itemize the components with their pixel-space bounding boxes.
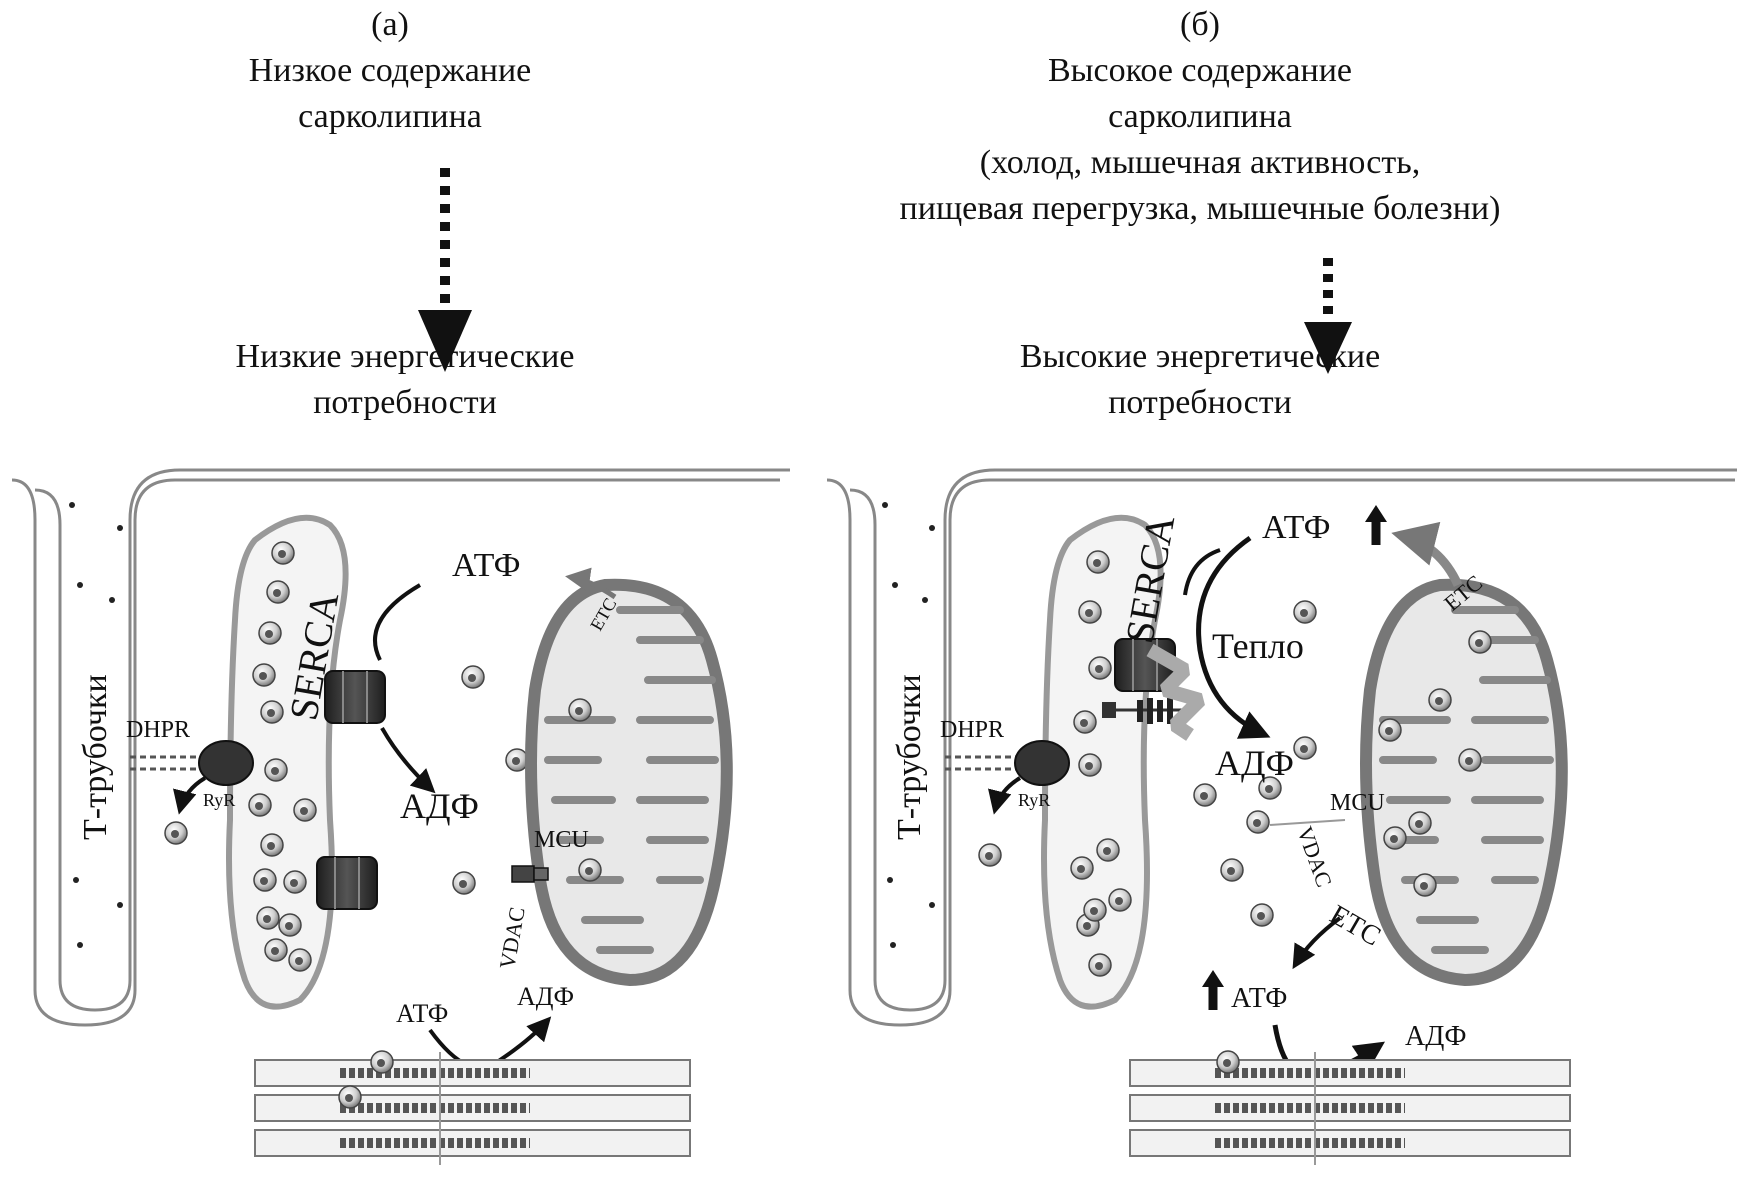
panel-a-result-line1: Низкие энергетические	[235, 338, 575, 375]
panel-a-title-line1: Низкое содержание	[248, 52, 532, 89]
b-ryr-label: RyR	[1018, 790, 1050, 810]
panel-b-title-line1: Высокое содержание	[1048, 52, 1352, 89]
dotted-arrow-a	[418, 168, 472, 372]
a-adp-bottom-label: АДФ	[517, 982, 574, 1011]
a-dhpr-label: DHPR	[126, 717, 190, 743]
mitochondrion-a	[525, 578, 733, 987]
b-dhpr-label: DHPR	[940, 717, 1004, 743]
panel-b-label: (б)	[1180, 6, 1220, 43]
panel-a-title-line2: сарколипина	[298, 98, 482, 135]
b-adp-mid-label: АДФ	[1215, 743, 1294, 783]
panel-b-cell	[826, 468, 1737, 1165]
a-atp-top-label: АТФ	[452, 547, 520, 584]
b-t-tubules-label: Т-трубочки	[891, 674, 928, 840]
panel-a-cell	[11, 468, 790, 1165]
a-adp-mid-label: АДФ	[400, 786, 479, 826]
panel-a-label: (а)	[371, 6, 409, 43]
b-mcu-label: MCU	[1330, 790, 1385, 816]
b-adp-bottom-label: АДФ	[1405, 1021, 1466, 1052]
dotted-arrow-b	[1304, 258, 1352, 374]
b-vdac-label: VDAC	[1292, 823, 1337, 890]
panel-b-title-line4: пищевая перегрузка, мышечные болезни)	[899, 190, 1501, 227]
b-atp-top-label: АТФ	[1262, 509, 1330, 546]
mitochondrion-b	[1360, 578, 1568, 987]
panel-a-result-line2: потребности	[313, 384, 497, 421]
a-atp-bottom-label: АТФ	[396, 999, 448, 1028]
myofibrils-a	[254, 1050, 691, 1165]
b-heat-label: Тепло	[1212, 626, 1304, 666]
b-atp-bottom-label: АТФ	[1231, 983, 1287, 1014]
a-vdac-label: VDAC	[494, 905, 529, 971]
myofibrils-b	[1129, 1050, 1571, 1165]
panel-b-result-line2: потребности	[1108, 384, 1292, 421]
a-ryr-label: RyR	[203, 790, 235, 810]
a-t-tubules-label: Т-трубочки	[77, 674, 114, 840]
panel-b-title-line3: (холод, мышечная активность,	[979, 144, 1421, 181]
sarcolipin-icon	[1102, 698, 1185, 724]
panel-b-title-line2: сарколипина	[1108, 98, 1292, 135]
a-mcu-label: MCU	[534, 827, 589, 853]
